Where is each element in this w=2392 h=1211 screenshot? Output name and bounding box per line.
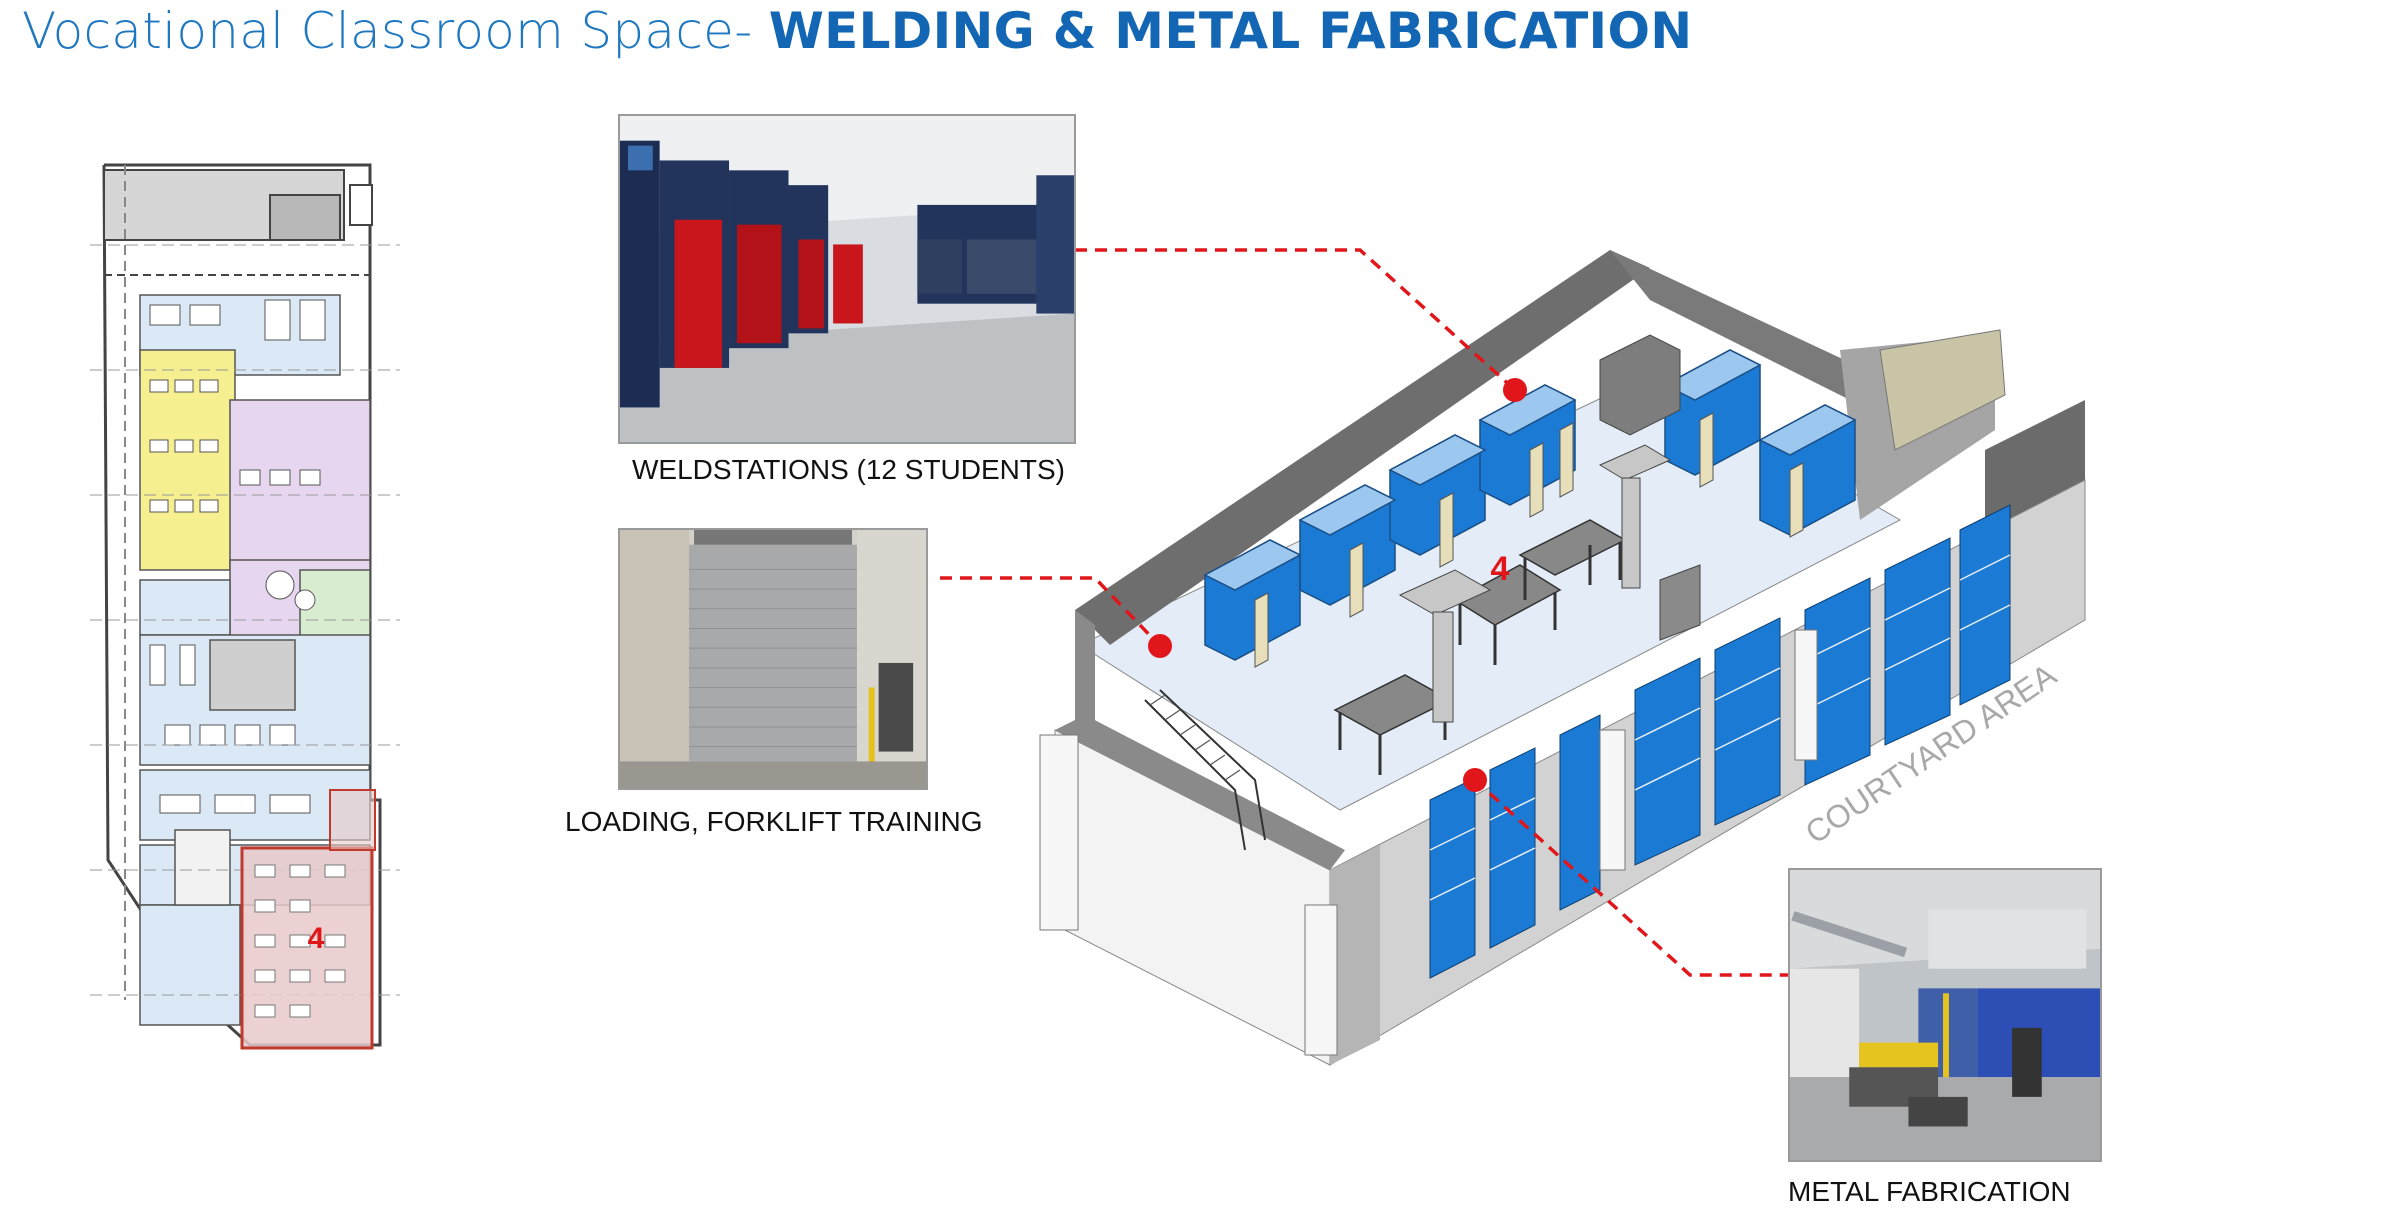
photo-loading	[618, 528, 928, 790]
photo-metal	[1788, 868, 2102, 1162]
photo-weldstations	[618, 114, 1076, 444]
leader-weldstations	[1075, 248, 1517, 392]
caption-loading: LOADING, FORKLIFT TRAINING	[565, 806, 983, 837]
caption-weldstations: WELDSTATIONS (12 STUDENTS)	[632, 454, 1066, 485]
iso-room-label: 4	[1491, 550, 1510, 588]
title-prefix: Vocational Classroom Space-	[22, 2, 769, 60]
caption-metal: METAL FABRICATION	[1788, 1176, 2071, 1207]
page-title: Vocational Classroom Space- WELDING & ME…	[22, 2, 1692, 60]
leader-loading	[940, 576, 1162, 648]
leader-metal	[1473, 778, 1790, 977]
title-emphasis: WELDING & METAL FABRICATION	[768, 2, 1693, 60]
